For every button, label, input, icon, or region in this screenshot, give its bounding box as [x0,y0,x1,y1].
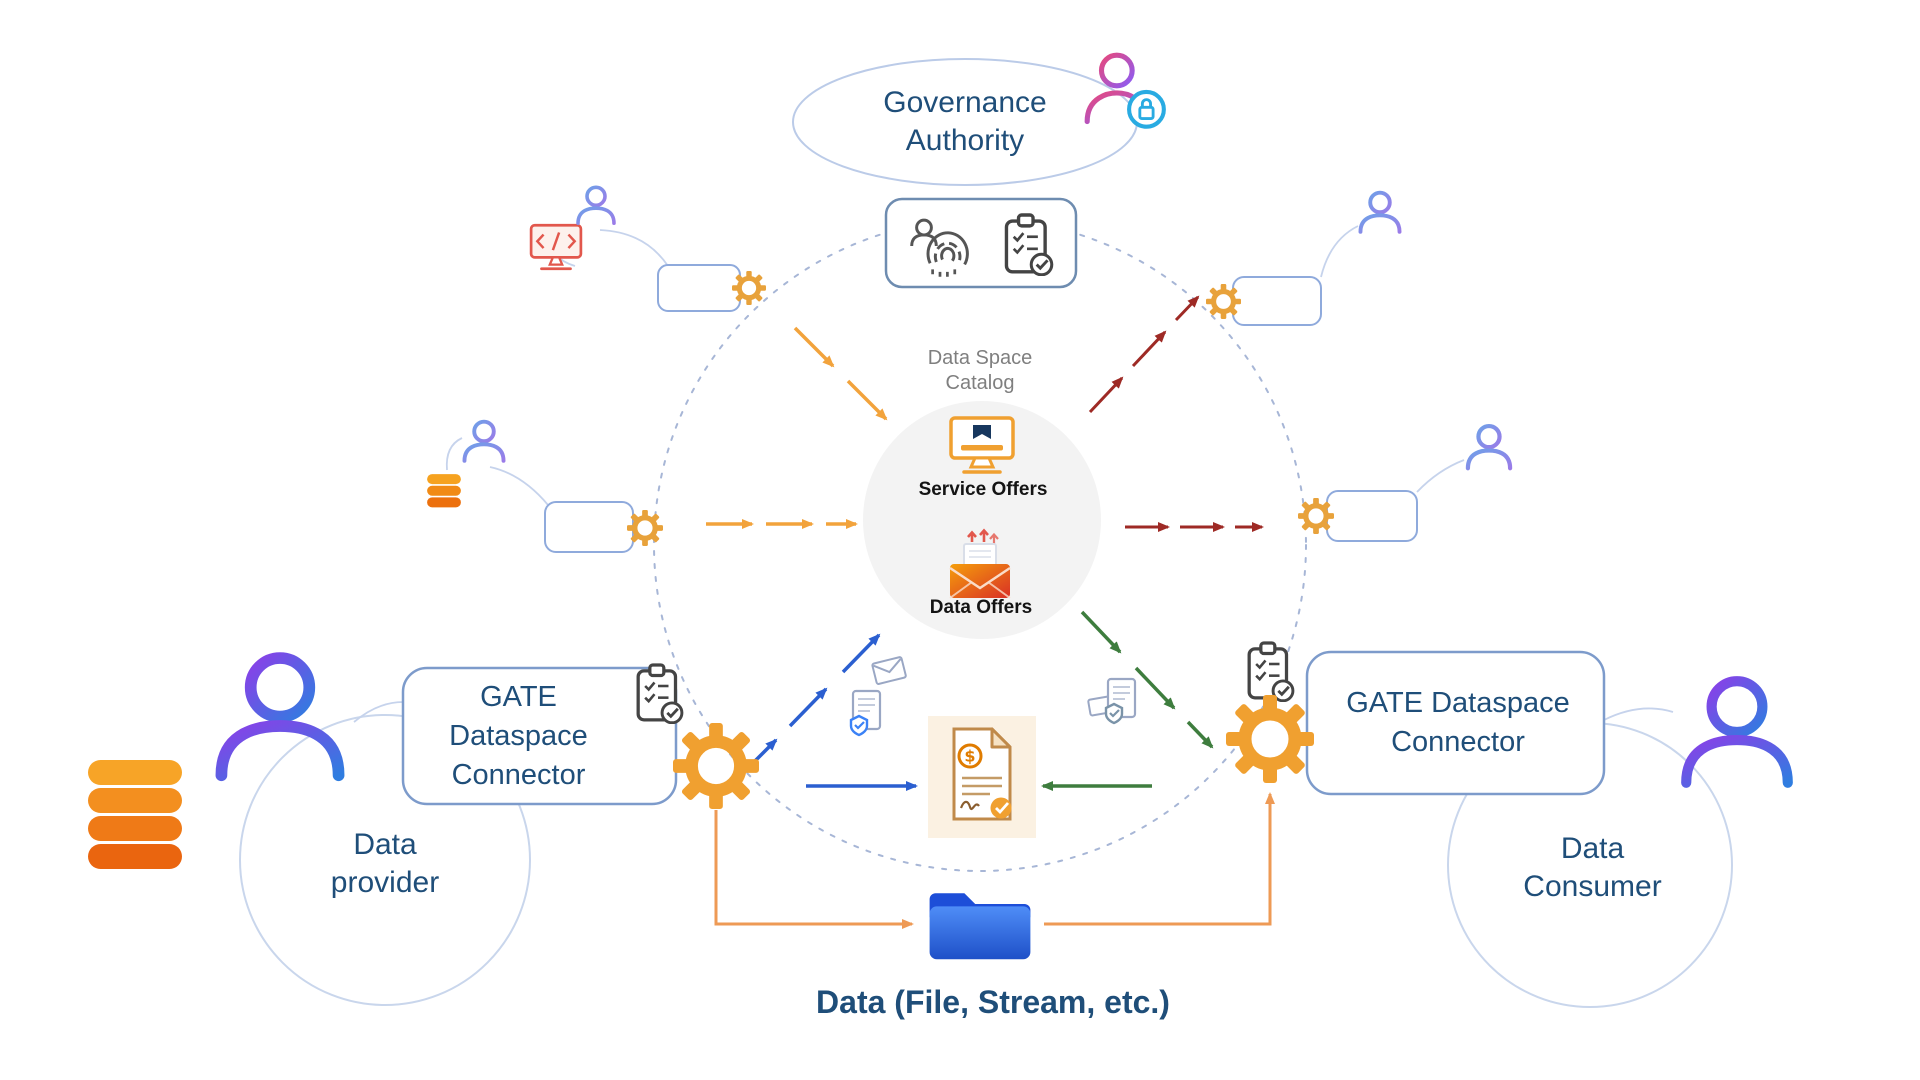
data-flow-lines [714,792,1275,929]
user-icon [1468,426,1510,468]
participant-top-right [1206,190,1402,326]
participant-box [544,501,634,553]
gate-connector-box-right [1305,650,1606,796]
clipboard-checklist-icon [1247,641,1295,702]
governance-authority-label: Governance Authority [883,86,1047,157]
gear-icon [732,271,766,305]
gear-icon [1206,284,1241,319]
gate-connector-right-label: GATE Dataspace Connector [1346,687,1570,759]
participant-top-left [529,185,766,312]
connector-gear-icon-right [1226,695,1314,783]
data-flow-label: Data (File, Stream, etc.) [816,984,1170,1020]
envelope-icon [871,656,907,685]
service-offers-label: Service Offers [918,479,1048,500]
credential-document-icon [1104,677,1137,725]
arrows-catalog-to-participants [1088,295,1264,532]
connector-gear-icon-left [673,723,759,809]
clipboard-checklist-icon [1004,213,1054,276]
user-icon [462,419,506,463]
participant-mid-left [427,419,663,553]
contract-document-icon [952,727,1013,821]
participant-box [1232,276,1322,326]
user-icon [1358,190,1402,234]
arrows-provider-to-catalog [706,326,888,529]
data-space-catalog-label: Data Space Catalog [927,347,1033,394]
credential-document-icon [849,689,882,737]
gear-icon [1298,498,1334,534]
database-icon [427,474,461,508]
arrows-connector-to-catalog [750,633,918,791]
participant-box [1326,490,1418,542]
folder-icon [929,893,1031,960]
identity-verification-box [884,197,1078,289]
gate-connector-left-label: GATE Dataspace Connector [449,681,588,792]
data-provider-user-icon [221,658,338,775]
gate-connector-box-left [401,666,678,806]
clipboard-checklist-icon [636,663,684,724]
participant-mid-right [1298,426,1510,542]
data-consumer-user-icon [1686,681,1788,783]
code-monitor-icon [529,223,583,271]
database-icon-provider [88,760,182,869]
gear-icon [627,510,663,546]
participant-box [657,264,741,312]
provider-circle [239,714,531,1006]
data-offers-label: Data Offers [929,597,1033,618]
data-consumer-label: Data Consumer [1523,832,1662,903]
user-icon [576,185,616,226]
arrows-catalog-to-connector [1041,610,1214,791]
catalog-circle [863,401,1101,639]
data-provider-label: Data provider [330,828,440,899]
